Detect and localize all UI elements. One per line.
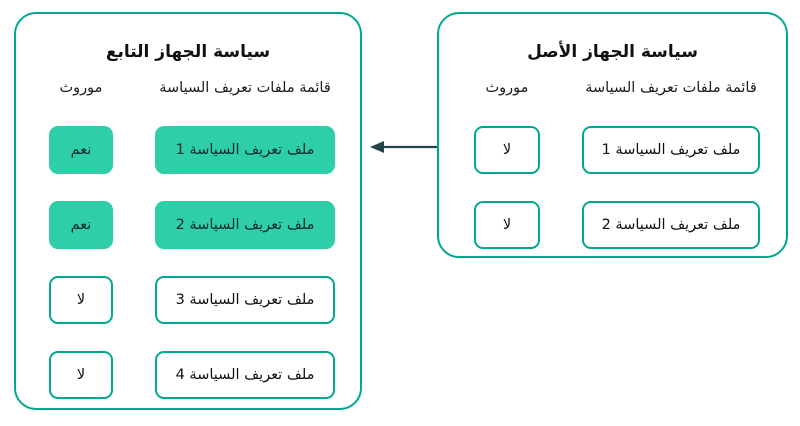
child-panel-title: سياسة الجهاز التابع (105, 42, 271, 62)
parent-row-2: ملف تعريف السياسة 2 لا (439, 201, 786, 249)
child-policy-profile-1[interactable]: ملف تعريف السياسة 1 (155, 126, 335, 174)
parent-policy-profile-2[interactable]: ملف تعريف السياسة 2 (582, 201, 760, 249)
parent-inherited-value-2[interactable]: لا (474, 201, 540, 249)
child-row-1: ملف تعريف السياسة 1 نعم (16, 126, 360, 174)
child-policy-profile-2[interactable]: ملف تعريف السياسة 2 (155, 201, 335, 249)
parent-policy-profile-1[interactable]: ملف تعريف السياسة 1 (582, 126, 760, 174)
inheritance-arrow (368, 136, 440, 158)
parent-inherited-value-1[interactable]: لا (474, 126, 540, 174)
child-column-header-inherited: موروث (59, 80, 103, 96)
parent-column-header-inherited: موروث (485, 80, 529, 96)
parent-column-headers: قائمة ملفات تعريف السياسة موروث (453, 80, 772, 104)
child-inherited-value-1[interactable]: نعم (49, 126, 113, 174)
parent-panel-title: سياسة الجهاز الأصل (527, 42, 698, 62)
child-column-header-profiles: قائمة ملفات تعريف السياسة (159, 80, 331, 96)
child-policy-profile-4[interactable]: ملف تعريف السياسة 4 (155, 351, 335, 399)
child-row-3: ملف تعريف السياسة 3 لا (16, 276, 360, 324)
child-device-policy-panel: سياسة الجهاز التابع قائمة ملفات تعريف ال… (14, 12, 362, 410)
child-inherited-value-3[interactable]: لا (49, 276, 113, 324)
child-column-headers: قائمة ملفات تعريف السياسة موروث (30, 80, 346, 104)
child-inherited-value-2[interactable]: نعم (49, 201, 113, 249)
child-policy-profile-3[interactable]: ملف تعريف السياسة 3 (155, 276, 335, 324)
arrow-left-icon (370, 141, 440, 153)
parent-column-header-profiles: قائمة ملفات تعريف السياسة (585, 80, 757, 96)
child-row-4: ملف تعريف السياسة 4 لا (16, 351, 360, 399)
child-row-2: ملف تعريف السياسة 2 نعم (16, 201, 360, 249)
parent-row-1: ملف تعريف السياسة 1 لا (439, 126, 786, 174)
child-inherited-value-4[interactable]: لا (49, 351, 113, 399)
parent-device-policy-panel: سياسة الجهاز الأصل قائمة ملفات تعريف الس… (437, 12, 788, 258)
